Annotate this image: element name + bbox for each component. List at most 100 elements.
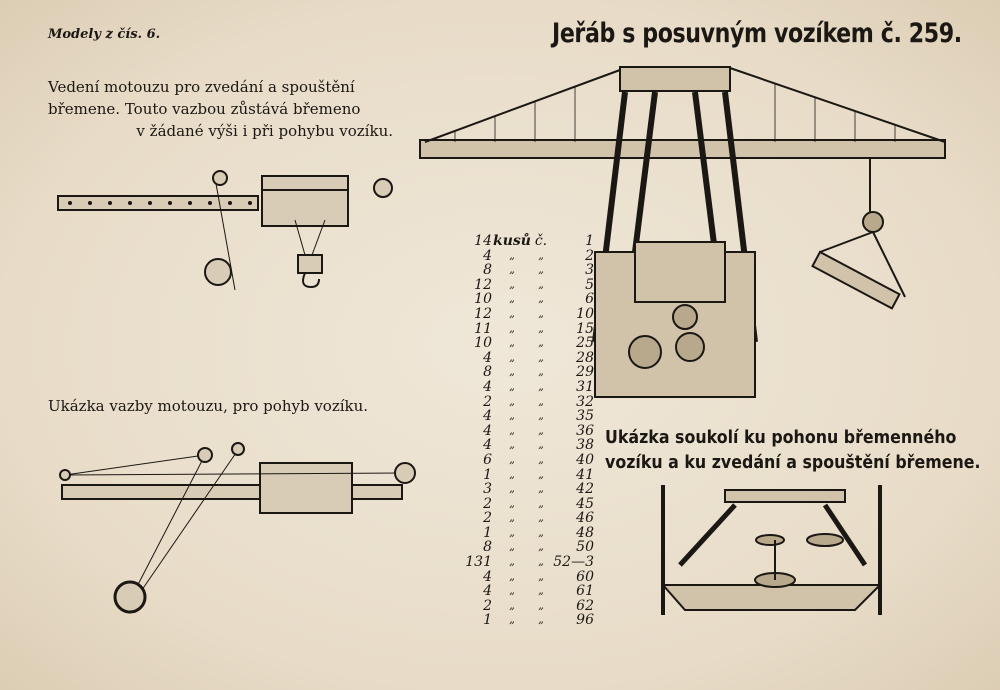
- ditto-mark: „: [509, 511, 515, 525]
- ditto-mark: „: [538, 555, 544, 569]
- ditto-mark: „: [538, 306, 544, 320]
- part-number: 50: [576, 539, 594, 556]
- lift-rope-description: Vedení motouzu pro zvedání a spouštění b…: [48, 76, 393, 142]
- part-number: 61: [576, 583, 594, 600]
- parts-list-row: 2„„46: [462, 511, 594, 526]
- ditto-mark: „: [538, 379, 544, 393]
- section-header: Modely z čís. 6.: [48, 27, 161, 42]
- text-line: Vedení motouzu pro zvedání a spouštění: [48, 78, 355, 96]
- parts-list-row: 1„„41: [462, 466, 594, 483]
- part-quantity: 2: [483, 510, 492, 527]
- ditto-mark: „: [509, 467, 515, 481]
- ditto-mark: „: [538, 350, 544, 364]
- part-quantity: 3: [483, 481, 492, 498]
- part-number: 32: [576, 393, 594, 410]
- ditto-mark: „: [509, 277, 515, 291]
- parts-list-row: 4„„38: [462, 438, 594, 453]
- part-number: 52—3: [553, 554, 594, 571]
- part-number: 60: [576, 568, 594, 585]
- part-number: 62: [576, 597, 594, 614]
- ditto-mark: „: [509, 409, 515, 423]
- ditto-mark: „: [538, 263, 544, 277]
- parts-list-row: 3 „ „ 42: [462, 482, 594, 497]
- part-quantity: 14: [474, 233, 492, 249]
- part-quantity: 10: [474, 335, 492, 352]
- part-number: 28: [576, 349, 594, 366]
- part-quantity: 4: [483, 437, 492, 454]
- part-number: 96: [576, 612, 594, 629]
- page-title: Jeřáb s posuvným vozíkem č. 259.: [552, 18, 962, 49]
- ditto-mark: „: [538, 467, 544, 481]
- ditto-mark: „: [509, 452, 515, 466]
- parts-list-row: 4 „ „ 2: [462, 247, 594, 264]
- ditto-mark: „: [509, 394, 515, 408]
- ditto-mark: „: [509, 365, 515, 379]
- ditto-mark: „: [538, 365, 544, 379]
- ditto-mark: „: [538, 540, 544, 554]
- ditto-mark: „: [538, 248, 544, 262]
- ditto-mark: „: [538, 277, 544, 291]
- part-number: 2: [585, 247, 594, 264]
- part-quantity: 2: [483, 495, 492, 512]
- parts-list-row: 8„„3: [462, 263, 594, 278]
- crane-illustration: [419, 66, 946, 398]
- ditto-mark: „: [538, 452, 544, 466]
- part-quantity: 4: [483, 422, 492, 439]
- part-number: 6: [585, 291, 594, 308]
- part-number: 36: [576, 422, 594, 439]
- part-quantity: 8: [483, 539, 492, 556]
- ditto-mark: „: [509, 540, 515, 554]
- part-quantity: 4: [483, 378, 492, 395]
- ditto-mark: „: [509, 569, 515, 583]
- ditto-mark: „: [509, 482, 515, 496]
- parts-list-row: 4„„35: [462, 409, 594, 424]
- part-number: 42: [576, 481, 594, 498]
- parts-list-row: 4 „ „ 31: [462, 380, 594, 395]
- part-number: 46: [576, 510, 594, 527]
- part-quantity: 2: [483, 393, 492, 410]
- ditto-mark: „: [509, 336, 515, 350]
- part-number: 45: [576, 495, 594, 512]
- part-number: 5: [585, 276, 594, 293]
- parts-list-row: 1„„48: [462, 526, 594, 541]
- part-quantity: 4: [483, 349, 492, 366]
- ditto-mark: „: [509, 379, 515, 393]
- ditto-mark: „: [509, 598, 515, 612]
- ditto-mark: „: [538, 292, 544, 306]
- parts-list-row: 4„„61: [462, 584, 594, 599]
- part-quantity: 4: [483, 408, 492, 425]
- number-label: č.: [534, 233, 548, 249]
- ditto-mark: „: [509, 350, 515, 364]
- ditto-mark: „: [509, 248, 515, 262]
- part-number: 41: [576, 466, 594, 483]
- part-number: 15: [576, 320, 594, 337]
- text-line: břemene. Touto vazbou zůstává břemeno: [48, 100, 361, 118]
- ditto-mark: „: [509, 438, 515, 452]
- part-quantity: 4: [483, 583, 492, 600]
- part-quantity: 4: [483, 247, 492, 264]
- part-number: 3: [585, 262, 594, 279]
- ditto-mark: „: [538, 496, 544, 510]
- ditto-mark: „: [538, 482, 544, 496]
- ditto-mark: „: [538, 409, 544, 423]
- part-quantity: 6: [483, 451, 492, 468]
- parts-list-row: 2„„62: [462, 599, 594, 614]
- ditto-mark: „: [509, 555, 515, 569]
- gear-illustration: [660, 485, 883, 615]
- parts-list-row: 4„„60: [462, 570, 594, 585]
- part-number: 25: [576, 335, 594, 352]
- part-number: 38: [576, 437, 594, 454]
- part-quantity: 4: [483, 568, 492, 585]
- ditto-mark: „: [509, 321, 515, 335]
- parts-list-row: 12„„5: [462, 278, 594, 293]
- parts-list-row: 2„„32: [462, 393, 594, 410]
- part-number: 40: [576, 451, 594, 468]
- part-number: 31: [576, 378, 594, 395]
- ditto-mark: „: [509, 613, 515, 627]
- parts-list-row: 131„„52—3: [462, 555, 594, 570]
- part-quantity: 8: [483, 262, 492, 279]
- part-number: 10: [576, 305, 594, 322]
- part-number: 1: [585, 233, 594, 249]
